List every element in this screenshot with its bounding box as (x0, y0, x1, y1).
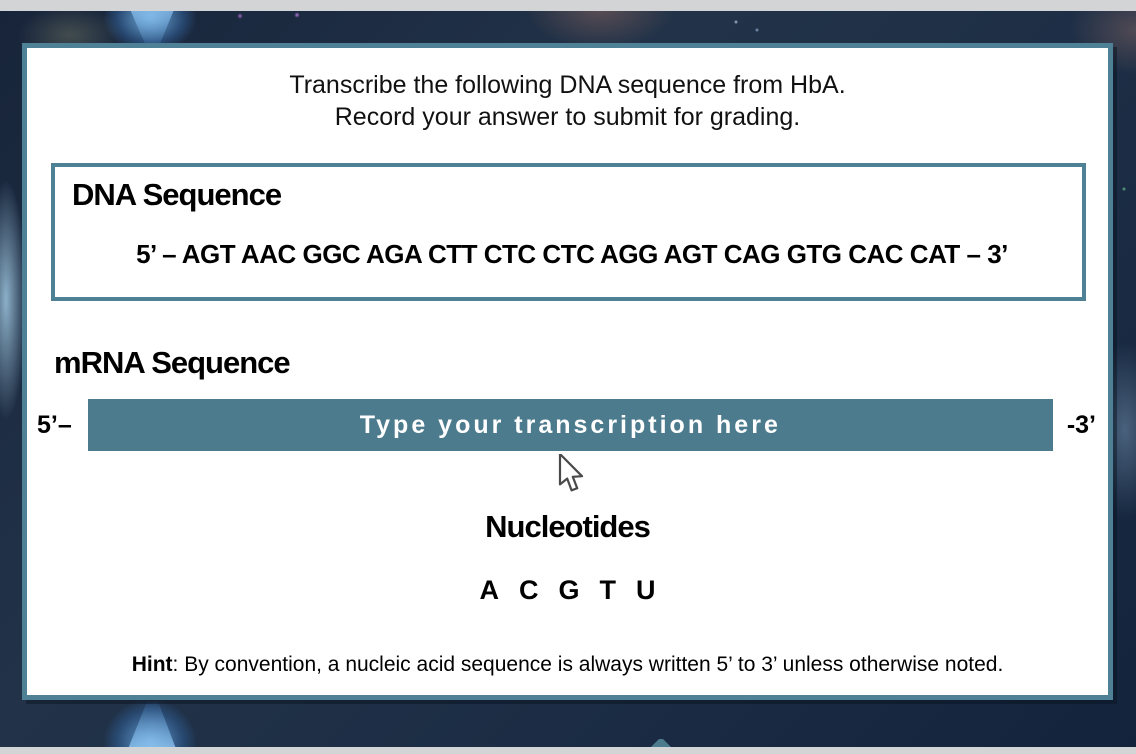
bottom-chrome-bar (0, 747, 1136, 754)
nucleotide-letter-t: T (599, 575, 617, 605)
top-chrome-bar (0, 0, 1136, 11)
nucleotide-letter-u: U (636, 575, 656, 605)
instruction-line-1: Transcribe the following DNA sequence fr… (289, 71, 846, 99)
instructions: Transcribe the following DNA sequence fr… (27, 69, 1108, 133)
mrna-sequence-heading: mRNA Sequence (54, 345, 291, 380)
activity-panel: Transcribe the following DNA sequence fr… (22, 43, 1113, 700)
five-prime-label: 5’– (37, 410, 72, 439)
instruction-line-2: Record your answer to submit for grading… (334, 103, 801, 131)
hint-text: Hint: By convention, a nucleic acid sequ… (27, 653, 1108, 677)
nucleotide-letter-c: C (518, 575, 539, 605)
mrna-input-row: 5’– -3’ (27, 399, 1108, 451)
transcription-input[interactable] (87, 399, 1053, 451)
three-prime-label: -3’ (1066, 410, 1096, 439)
drawer-handle[interactable] (650, 739, 672, 748)
hint-body: : By convention, a nucleic acid sequence… (172, 653, 1004, 676)
dna-sequence-text: 5’ – AGT AAC GGC AGA CTT CTC CTC AGG AGT… (136, 239, 1008, 269)
nucleotide-letter-g: G (558, 575, 580, 605)
dna-sequence-box: DNA Sequence 5’ – AGT AAC GGC AGA CTT CT… (51, 163, 1086, 301)
nucleotides-heading: Nucleotides (485, 509, 651, 544)
hint-label: Hint (131, 653, 173, 676)
dna-sequence-heading: DNA Sequence (72, 177, 282, 212)
mouse-cursor-icon (558, 454, 584, 492)
nucleotide-letter-a: A (479, 575, 499, 605)
